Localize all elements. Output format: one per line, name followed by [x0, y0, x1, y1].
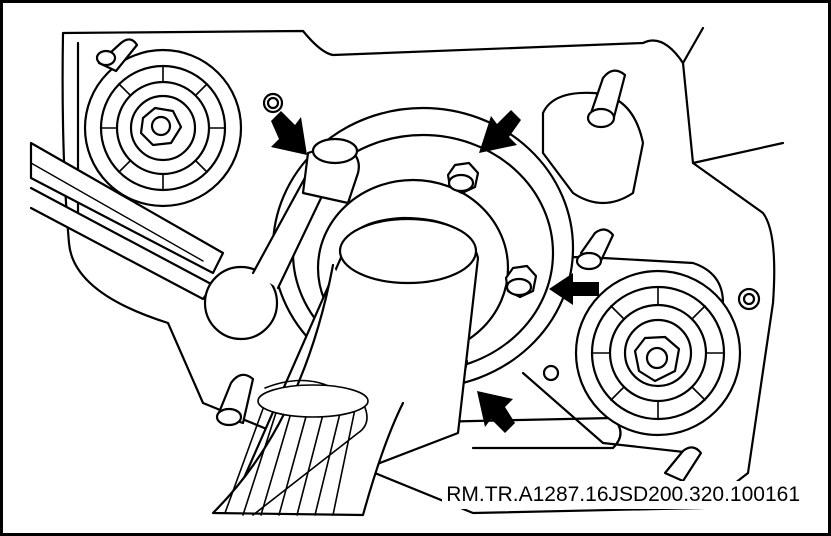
shaft-splines [224, 379, 369, 516]
callout-arrow-right [549, 273, 599, 305]
callout-arrow-top-left [271, 111, 307, 155]
hex-nut-lower-right [633, 335, 681, 383]
callout-arrow-top [479, 110, 521, 153]
figure-reference-code: RM.TR.A1287.16JSD200.320.100161 [442, 481, 804, 509]
pry-tool [29, 137, 360, 341]
dowel-pin-lower-left [215, 373, 255, 427]
bearing-cover-bolt-right [504, 264, 538, 299]
dowel-pin-upper-right [586, 69, 627, 129]
dowel-pin-top-left [95, 38, 139, 73]
boss-upper-right [541, 91, 645, 204]
bearing-upper-left [83, 48, 243, 208]
bearing-cover-bolt-top [446, 161, 480, 195]
callout-arrow-bottom [477, 391, 515, 433]
dowel-pin-bottom-right [663, 446, 703, 483]
dowel-pin-lower-right [575, 228, 615, 271]
screw-hole-top-left [262, 92, 284, 114]
screw-hole-right-small [542, 364, 560, 382]
screw-hole-right [737, 287, 761, 311]
gearbox-bearing-cover-drawing [29, 26, 785, 517]
bearing-lower-right [574, 269, 742, 437]
hex-nut-upper-left [139, 106, 183, 147]
